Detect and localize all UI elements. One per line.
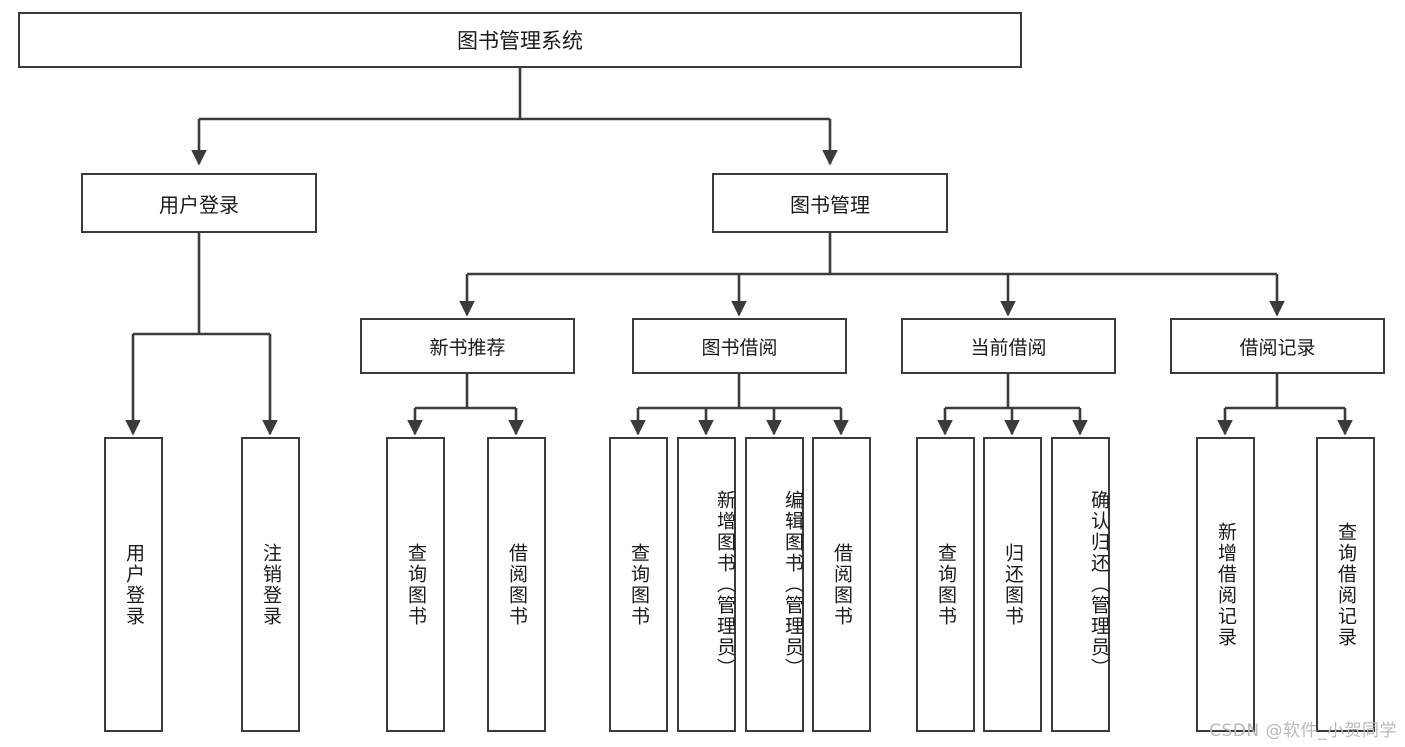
leaf-book-borrow-query[interactable]: 查询图书 bbox=[609, 437, 668, 732]
node-label: 图书管理 bbox=[790, 192, 870, 217]
node-label: 确认归还（管理员） bbox=[1088, 490, 1110, 679]
node-label: 借阅图书 bbox=[831, 542, 853, 627]
leaf-current-borrow-return[interactable]: 归还图书 bbox=[983, 437, 1042, 732]
leaf-borrow-record-query[interactable]: 查询借阅记录 bbox=[1316, 437, 1375, 732]
leaf-user-login-signin[interactable]: 用户登录 bbox=[104, 437, 163, 732]
leaf-new-book-borrow[interactable]: 借阅图书 bbox=[487, 437, 546, 732]
leaf-book-borrow-borrow[interactable]: 借阅图书 bbox=[812, 437, 871, 732]
leaf-book-borrow-add-admin[interactable]: 新增图书（管理员） bbox=[677, 437, 736, 732]
node-label: 编辑图书（管理员） bbox=[782, 490, 804, 679]
node-label: 新书推荐 bbox=[429, 336, 506, 359]
node-label: 图书管理系统 bbox=[457, 29, 583, 53]
node-label: 用户登录 bbox=[123, 542, 145, 627]
node-label: 查询图书 bbox=[935, 542, 957, 627]
node-label: 当前借阅 bbox=[970, 336, 1047, 359]
node-label: 新增借阅记录 bbox=[1215, 521, 1237, 648]
node-label: 注销登录 bbox=[260, 542, 282, 627]
leaf-book-borrow-edit-admin[interactable]: 编辑图书（管理员） bbox=[745, 437, 804, 732]
node-new-book-recommend[interactable]: 新书推荐 bbox=[360, 318, 575, 374]
leaf-current-borrow-confirm-admin[interactable]: 确认归还（管理员） bbox=[1051, 437, 1110, 732]
node-label: 借阅记录 bbox=[1239, 336, 1316, 359]
node-root-library-system[interactable]: 图书管理系统 bbox=[18, 12, 1022, 68]
node-label: 查询图书 bbox=[628, 542, 650, 627]
leaf-new-book-query[interactable]: 查询图书 bbox=[386, 437, 445, 732]
csdn-watermark: CSDN @软件_小贺同学 bbox=[1209, 721, 1397, 741]
leaf-current-borrow-query[interactable]: 查询图书 bbox=[916, 437, 975, 732]
leaf-borrow-record-add[interactable]: 新增借阅记录 bbox=[1196, 437, 1255, 732]
node-label: 新增图书（管理员） bbox=[714, 490, 736, 679]
node-borrow-record[interactable]: 借阅记录 bbox=[1170, 318, 1385, 374]
node-label: 查询图书 bbox=[405, 542, 427, 627]
node-label: 归还图书 bbox=[1002, 542, 1024, 627]
node-user-login[interactable]: 用户登录 bbox=[81, 173, 317, 233]
node-label: 借阅图书 bbox=[506, 542, 528, 627]
node-book-borrow[interactable]: 图书借阅 bbox=[632, 318, 847, 374]
node-label: 查询借阅记录 bbox=[1335, 521, 1357, 648]
node-current-borrow[interactable]: 当前借阅 bbox=[901, 318, 1116, 374]
leaf-user-login-signout[interactable]: 注销登录 bbox=[241, 437, 300, 732]
node-label: 图书借阅 bbox=[701, 336, 778, 359]
node-label: 用户登录 bbox=[159, 192, 239, 217]
node-book-management[interactable]: 图书管理 bbox=[712, 173, 948, 233]
